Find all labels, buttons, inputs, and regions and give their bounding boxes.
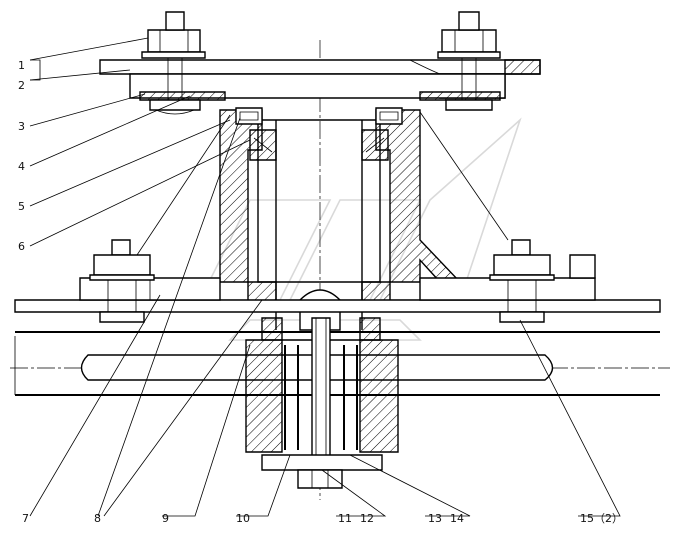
- top-right-bolt: [437, 11, 501, 111]
- callout-4: 4: [18, 160, 25, 173]
- bushings: [284, 345, 358, 450]
- spindle-shaft: [275, 120, 363, 331]
- center-bolt: [311, 317, 331, 471]
- callout-13: 13: [428, 512, 442, 525]
- callout-14: 14: [450, 512, 464, 525]
- callout-7: 7: [22, 512, 29, 525]
- callout-10: 10: [236, 512, 250, 525]
- bottom-washer: [261, 454, 383, 489]
- left-deck-flange: [79, 277, 221, 301]
- callout-1: 1: [18, 59, 25, 72]
- leader-lines: [29, 37, 621, 517]
- upper-bearings: [249, 129, 389, 161]
- callout-labels: 1 2 3 4 5 6 7 8 9 10 11 12 13 14 15（2）: [18, 59, 623, 525]
- top-seals: [235, 107, 403, 125]
- flange-plate: [129, 73, 506, 101]
- callout-2: 2: [18, 79, 25, 92]
- callout-6: 6: [18, 240, 25, 253]
- callout-11: 11: [338, 512, 352, 525]
- callout-8: 8: [94, 512, 101, 525]
- blade-holder-hub: [245, 317, 399, 453]
- callout-3: 3: [18, 120, 25, 133]
- callout-15: 15（2）: [580, 512, 623, 525]
- callout-12: 12: [360, 512, 374, 525]
- top-left-bolt: [141, 11, 206, 115]
- callout-5: 5: [18, 200, 25, 213]
- left-deck-bolt: [89, 239, 155, 323]
- callout-9: 9: [162, 512, 169, 525]
- right-deck-bolt: [489, 239, 555, 323]
